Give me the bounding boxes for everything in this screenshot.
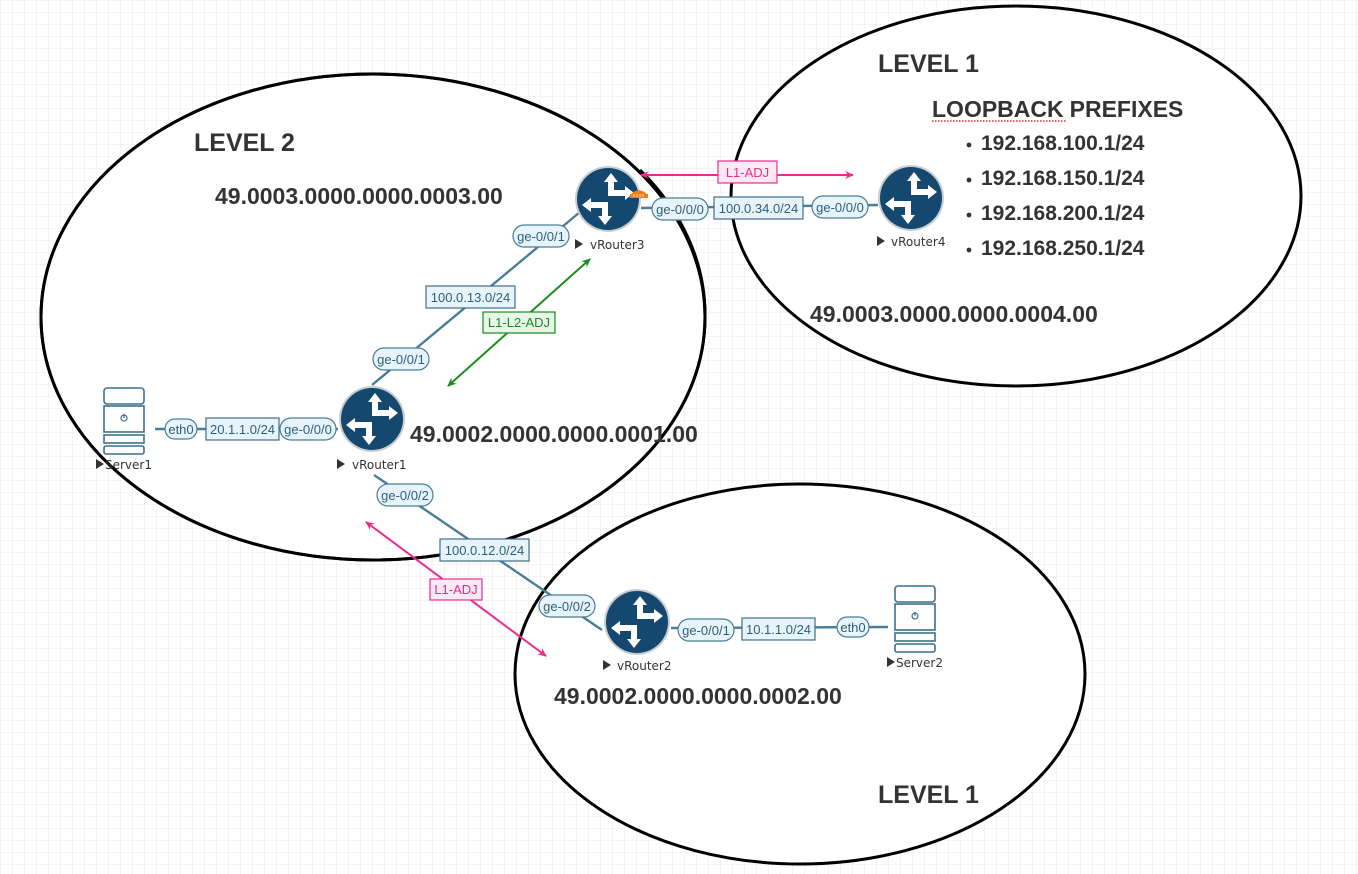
prefix-item: 192.168.200.1/24 [981, 202, 1145, 225]
interface-label-pill [651, 197, 709, 221]
net-id-vrouter3: 49.0003.0000.0000.0003.00 [215, 183, 503, 209]
prefix-item: 192.168.250.1/24 [981, 237, 1145, 260]
net-id-vrouter1: 49.0002.0000.0000.0001.00 [410, 421, 698, 447]
expand-triangle-icon[interactable] [337, 459, 345, 469]
link-labels: eth0 20.1.1.0/24 ge-0/0/0 ge-0/0/1 100.0… [164, 195, 870, 642]
node-server2[interactable]: Server2 [887, 585, 943, 670]
area-level1-top[interactable] [729, 4, 1303, 388]
net-id-vrouter2: 49.0002.0000.0000.0002.00 [554, 683, 842, 709]
bullet [966, 142, 972, 148]
node-label-server2: Server2 [896, 656, 943, 670]
interface-label-pill [512, 224, 570, 248]
subnet-100-0-13-0[interactable]: 100.0.13.0/24 [431, 290, 511, 305]
interface-label-pill [811, 195, 869, 219]
subnet-label-box [205, 417, 280, 441]
node-vrouter3[interactable]: vRouter3 [575, 166, 648, 252]
interface-label-pill [677, 618, 735, 642]
area-level1-bottom[interactable] [513, 482, 1087, 866]
area-title-level1-top: LEVEL 1 [878, 50, 979, 78]
adjacency-label-box [717, 160, 778, 184]
node-vrouter2[interactable]: vRouter2 [603, 589, 672, 673]
subnet-10-1-1-0[interactable]: 10.1.1.0/24 [746, 622, 811, 637]
interface-label-pill [279, 417, 337, 441]
adjacency-label-l1-r3-r4: L1-ADJ [726, 165, 769, 180]
interface-label-pill [164, 418, 198, 440]
adjacency-label-box [482, 311, 556, 334]
interface-label-pill [376, 483, 434, 507]
expand-triangle-icon[interactable] [887, 657, 895, 667]
adjacencies: L1-ADJ L1-L2-ADJ L1-ADJ [365, 160, 854, 657]
warning-badge-icon[interactable] [630, 190, 648, 198]
subnet-100-0-34-0[interactable]: 100.0.34.0/24 [719, 201, 799, 216]
prefix-item: 192.168.150.1/24 [981, 167, 1145, 190]
node-vrouter1[interactable]: vRouter1 [337, 386, 407, 472]
prefix-item: 192.168.100.1/24 [981, 132, 1145, 155]
expand-triangle-icon[interactable] [575, 239, 583, 249]
area-title-level2: LEVEL 2 [194, 129, 295, 157]
subnet-label-box [741, 617, 816, 641]
interface-vrouter1-ge001[interactable]: ge-0/0/1 [377, 352, 425, 367]
bullet [966, 177, 972, 183]
subnet-20-1-1-0[interactable]: 20.1.1.0/24 [210, 422, 275, 437]
interface-vrouter1-ge002[interactable]: ge-0/0/2 [381, 488, 429, 503]
interface-vrouter3-ge001[interactable]: ge-0/0/1 [517, 229, 565, 244]
adjacency-label-box [429, 578, 483, 601]
interface-vrouter4-ge000[interactable]: ge-0/0/0 [816, 200, 864, 215]
prefix-list: 192.168.100.1/24 192.168.150.1/24 192.16… [966, 132, 1145, 260]
loopback-title-word1: LOOPBACK [932, 96, 1064, 122]
area-level2-border-overlap [638, 168, 707, 318]
subnet-100-0-12-0[interactable]: 100.0.12.0/24 [445, 543, 525, 558]
subnet-label-box [425, 285, 516, 309]
subnet-label-box [713, 196, 804, 220]
router-icon [339, 386, 405, 452]
area-title-level1-bottom: LEVEL 1 [878, 781, 979, 809]
interface-vrouter3-ge000[interactable]: ge-0/0/0 [656, 202, 704, 217]
interface-vrouter2-ge002[interactable]: ge-0/0/2 [543, 599, 591, 614]
interface-label-pill [538, 594, 596, 618]
net-id-vrouter4: 49.0003.0000.0000.0004.00 [810, 301, 1098, 327]
expand-triangle-icon[interactable] [96, 459, 104, 469]
interface-server2-eth0[interactable]: eth0 [840, 620, 865, 635]
interface-vrouter1-ge000[interactable]: ge-0/0/0 [284, 422, 332, 437]
router-icon [604, 589, 670, 655]
node-label-vrouter2: vRouter2 [617, 659, 672, 673]
area-level2[interactable] [39, 72, 707, 562]
router-icon [575, 166, 641, 232]
router-icon [878, 165, 944, 231]
bullet [966, 247, 972, 253]
bullet [966, 212, 972, 218]
loopback-title-word2: PREFIXES [1070, 96, 1184, 122]
subnet-label-box [439, 538, 530, 562]
node-label-vrouter4: vRouter4 [891, 235, 946, 249]
interface-label-pill [372, 347, 430, 371]
adjacency-label-l1l2-r1-r3: L1-L2-ADJ [488, 315, 550, 330]
node-label-vrouter1: vRouter1 [352, 458, 407, 472]
expand-triangle-icon[interactable] [603, 660, 611, 670]
node-label-vrouter3: vRouter3 [590, 238, 645, 252]
node-server1[interactable]: Server1 [96, 387, 152, 472]
interface-vrouter2-ge001[interactable]: ge-0/0/1 [682, 623, 730, 638]
interface-server1-eth0[interactable]: eth0 [168, 422, 193, 437]
adjacency-label-l1-r1-r2: L1-ADJ [434, 582, 477, 597]
node-vrouter4[interactable]: vRouter4 [877, 165, 946, 249]
node-label-server1: Server1 [105, 458, 152, 472]
expand-triangle-icon[interactable] [877, 236, 885, 246]
interface-label-pill [836, 616, 870, 638]
